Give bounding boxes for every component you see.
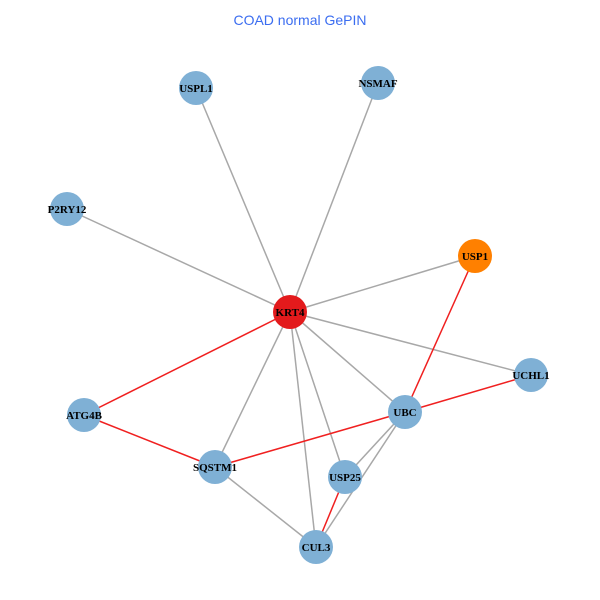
edge-krt4-cul3 — [289, 311, 317, 548]
edge-krt4-usp1 — [289, 255, 476, 313]
node-label: CUL3 — [302, 542, 331, 554]
edge-krt4-uspl1 — [195, 87, 291, 313]
node-circle[interactable] — [67, 398, 101, 432]
figure-title: COAD normal GePIN — [233, 12, 367, 28]
edge-krt4-uchl1 — [289, 311, 532, 376]
edge-krt4-nsmaf — [289, 82, 379, 313]
node-label: KRT4 — [276, 307, 305, 319]
node-circle[interactable] — [388, 395, 422, 429]
node-cul3[interactable]: CUL3 — [299, 530, 333, 564]
node-label: ATG4B — [66, 410, 103, 422]
node-circle[interactable] — [328, 460, 362, 494]
node-p2ry12[interactable]: P2RY12 — [48, 192, 87, 226]
node-label: SQSTM1 — [193, 462, 237, 474]
node-label: UCHL1 — [512, 370, 549, 382]
node-ubc[interactable]: UBC — [388, 395, 422, 429]
edge-ubc-usp1 — [404, 255, 476, 413]
node-circle[interactable] — [198, 450, 232, 484]
node-circle[interactable] — [299, 530, 333, 564]
node-circle[interactable] — [458, 239, 492, 273]
edge-krt4-sqstm1 — [214, 311, 291, 468]
edge-sqstm1-ubc — [214, 411, 406, 468]
edge-krt4-atg4b — [83, 311, 291, 416]
edge-sqstm1-cul3 — [214, 466, 317, 548]
node-label: UBC — [393, 407, 416, 419]
node-atg4b[interactable]: ATG4B — [66, 398, 103, 432]
node-uspl1[interactable]: USPL1 — [179, 71, 213, 105]
node-circle[interactable] — [273, 295, 307, 329]
node-label: USP1 — [462, 251, 488, 263]
node-label: USPL1 — [179, 83, 213, 95]
node-circle[interactable] — [50, 192, 84, 226]
edges-layer — [66, 82, 532, 548]
edge-atg4b-sqstm1 — [83, 414, 216, 468]
node-label: USP25 — [329, 472, 361, 484]
edge-krt4-p2ry12 — [66, 208, 291, 313]
node-krt4[interactable]: KRT4 — [273, 295, 307, 329]
node-usp1[interactable]: USP1 — [458, 239, 492, 273]
node-usp25[interactable]: USP25 — [328, 460, 362, 494]
node-nsmaf[interactable]: NSMAF — [358, 66, 398, 100]
edge-ubc-uchl1 — [404, 374, 532, 413]
node-uchl1[interactable]: UCHL1 — [512, 358, 550, 392]
node-label: P2RY12 — [48, 204, 87, 216]
node-circle[interactable] — [514, 358, 548, 392]
node-circle[interactable] — [179, 71, 213, 105]
edge-krt4-ubc — [289, 311, 406, 413]
edge-krt4-usp25 — [289, 311, 346, 478]
node-label: NSMAF — [358, 78, 397, 90]
node-sqstm1[interactable]: SQSTM1 — [193, 450, 237, 484]
node-circle[interactable] — [361, 66, 395, 100]
